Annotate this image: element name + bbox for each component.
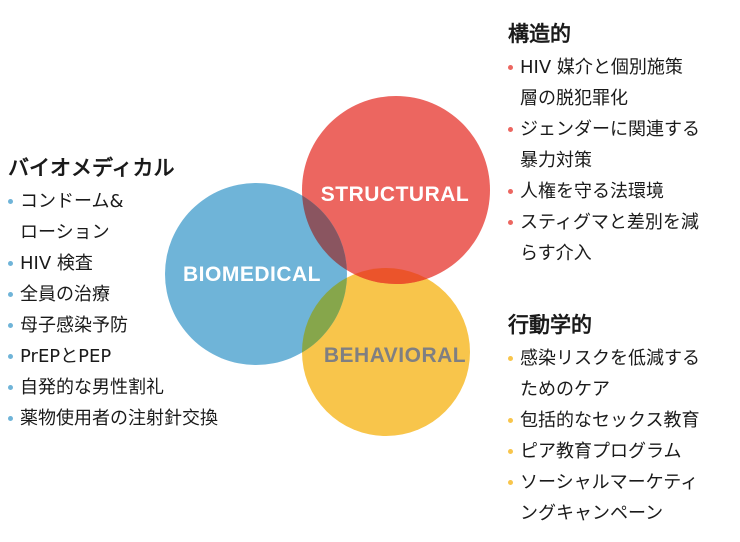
bullet-icon <box>8 416 13 421</box>
biomedical-item-text: PrEPとPEP <box>20 346 112 367</box>
bullet-icon <box>508 220 513 225</box>
bullet-icon <box>508 189 513 194</box>
structural-list-item: 人権を守る法環境 <box>508 176 736 207</box>
bullet-icon <box>8 385 13 390</box>
biomedical-list-item: ローション <box>8 217 298 248</box>
behavioral-item-text: 感染リスクを低減する <box>520 348 700 369</box>
structural-item-text: ジェンダーに関連する <box>520 119 700 140</box>
bullet-icon <box>8 199 13 204</box>
biomedical-item-text: 薬物使用者の注射針交換 <box>20 408 218 429</box>
behavioral-item-text: ピア教育プログラム <box>520 441 682 462</box>
biomedical-item-text: 自発的な男性割礼 <box>20 377 164 398</box>
circle-behavioral <box>302 268 470 436</box>
behavioral-list-item: 感染リスクを低減する <box>508 343 736 374</box>
circle-biomedical <box>165 183 347 365</box>
structural-list-item: スティグマと差別を減 <box>508 207 736 238</box>
biomedical-item-text: HIV 検査 <box>20 253 93 274</box>
bullet-icon <box>8 261 13 266</box>
structural-item-text: らす介入 <box>520 243 592 264</box>
label-biomedical: BIOMEDICAL <box>183 263 321 286</box>
bullet-icon <box>8 323 13 328</box>
biomedical-item-text: 全員の治療 <box>20 284 110 305</box>
behavioral-title: 行動学的 <box>508 313 592 337</box>
bullet-icon <box>508 65 513 70</box>
behavioral-item-text: ソーシャルマーケティ <box>520 472 699 493</box>
structural-list-item: 層の脱犯罪化 <box>508 83 736 114</box>
structural-item-text: スティグマと差別を減 <box>520 212 699 233</box>
bullet-icon <box>508 449 513 454</box>
biomedical-interventions: バイオメディカル コンドーム&ローション HIV 検査全員の治療母子感染予防 PrE… <box>8 154 298 434</box>
structural-list: HIV 媒介と個別施策層の脱犯罪化ジェンダーに関連する暴力対策人権を守る法環境ス… <box>508 52 736 269</box>
biomedical-item-text: 母子感染予防 <box>20 315 128 336</box>
circle-structural <box>302 96 490 284</box>
biomedical-list-item: PrEPとPEP <box>8 341 298 372</box>
structural-list-item: HIV 媒介と個別施策 <box>508 52 736 83</box>
biomedical-list-item: コンドーム& <box>8 186 298 217</box>
bullet-icon <box>508 418 513 423</box>
behavioral-list-item: 包括的なセックス教育 <box>508 405 736 436</box>
bullet-icon <box>8 292 13 297</box>
biomedical-list-item: 薬物使用者の注射針交換 <box>8 403 298 434</box>
biomedical-list-item: 自発的な男性割礼 <box>8 372 298 403</box>
structural-interventions: 構造的 HIV 媒介と個別施策層の脱犯罪化ジェンダーに関連する暴力対策人権を守る… <box>508 20 736 269</box>
structural-list-item: らす介入 <box>508 238 736 269</box>
biomedical-list-item: 全員の治療 <box>8 279 298 310</box>
biomedical-list-item: 母子感染予防 <box>8 310 298 341</box>
biomedical-list-item: HIV 検査 <box>8 248 298 279</box>
behavioral-item-text: 包括的なセックス教育 <box>520 410 700 431</box>
behavioral-list-item: ピア教育プログラム <box>508 436 736 467</box>
structural-item-text: HIV 媒介と個別施策 <box>520 57 683 78</box>
biomedical-list: コンドーム&ローション HIV 検査全員の治療母子感染予防 PrEPとPEP 自発的な… <box>8 186 298 434</box>
bullet-icon <box>508 356 513 361</box>
bullet-icon <box>508 127 513 132</box>
behavioral-item-text: ングキャンペーン <box>520 503 664 524</box>
structural-item-text: 層の脱犯罪化 <box>520 88 628 109</box>
structural-list-item: 暴力対策 <box>508 145 736 176</box>
bullet-icon <box>508 480 513 485</box>
behavioral-list-item: ングキャンペーン <box>508 498 736 529</box>
label-behavioral: BEHAVIORAL <box>324 344 466 367</box>
bullet-icon <box>8 354 13 359</box>
behavioral-item-text: ためのケア <box>520 379 610 400</box>
biomedical-title: バイオメディカル <box>8 156 175 180</box>
structural-item-text: 暴力対策 <box>520 150 592 171</box>
behavioral-list-item: ためのケア <box>508 374 736 405</box>
structural-item-text: 人権を守る法環境 <box>520 181 664 202</box>
behavioral-interventions: 行動学的 感染リスクを低減するためのケア包括的なセックス教育ピア教育プログラムソ… <box>508 311 736 529</box>
label-structural: STRUCTURAL <box>321 183 469 206</box>
biomedical-item-text: ローション <box>20 222 110 243</box>
behavioral-list-item: ソーシャルマーケティ <box>508 467 736 498</box>
behavioral-list: 感染リスクを低減するためのケア包括的なセックス教育ピア教育プログラムソーシャルマ… <box>508 343 736 529</box>
structural-list-item: ジェンダーに関連する <box>508 114 736 145</box>
structural-title: 構造的 <box>508 22 571 46</box>
biomedical-item-text: コンドーム& <box>20 191 124 212</box>
